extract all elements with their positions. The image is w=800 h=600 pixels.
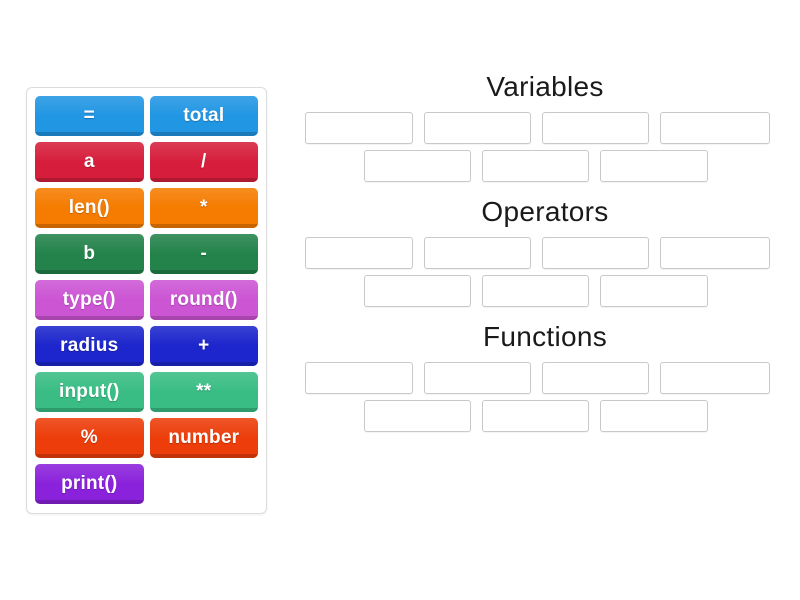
tile-round[interactable]: round() <box>149 280 258 320</box>
drop-zone-variables-6[interactable] <box>482 150 589 182</box>
drop-zone-functions-7[interactable] <box>600 400 708 432</box>
tile-tray: = total a / len() * <box>26 87 267 514</box>
tile-label: type() <box>62 289 116 310</box>
tile-item[interactable]: + <box>147 323 262 369</box>
tile-item[interactable]: input() <box>32 369 147 415</box>
tile-minus[interactable]: - <box>149 234 258 274</box>
tile-label: = <box>83 105 95 126</box>
tile-item[interactable]: len() <box>32 185 147 231</box>
tile-item[interactable]: - <box>147 231 262 277</box>
tile-type[interactable]: type() <box>35 280 144 320</box>
category-operators: Operators <box>290 195 790 307</box>
tile-label: a <box>83 151 95 172</box>
tile-item[interactable]: / <box>147 139 262 185</box>
drop-zone-functions-1[interactable] <box>305 362 413 394</box>
category-panel: Variables Operators Functions <box>290 70 790 540</box>
tile-label: % <box>80 427 98 448</box>
tile-number[interactable]: number <box>149 418 258 458</box>
category-functions: Functions <box>290 320 790 432</box>
tile-print[interactable]: print() <box>35 464 144 504</box>
tile-a[interactable]: a <box>35 142 144 182</box>
drop-zone-variables-1[interactable] <box>305 112 413 144</box>
drop-zone-variables-3[interactable] <box>542 112 649 144</box>
tile-item[interactable]: total <box>147 93 262 139</box>
tile-modulo[interactable]: % <box>35 418 144 458</box>
tile-label: - <box>200 243 208 264</box>
tile-b[interactable]: b <box>35 234 144 274</box>
drop-zone-functions-4[interactable] <box>660 362 770 394</box>
tile-label: b <box>83 243 96 264</box>
tile-label: radius <box>60 335 119 356</box>
drop-zone-operators-6[interactable] <box>482 275 589 307</box>
tile-item[interactable]: b <box>32 231 147 277</box>
category-title: Variables <box>486 71 604 102</box>
tile-item[interactable]: number <box>147 415 262 461</box>
drop-zone-row <box>290 362 790 394</box>
drop-zone-functions-5[interactable] <box>364 400 471 432</box>
drop-zone-operators-5[interactable] <box>364 275 471 307</box>
tile-item[interactable]: type() <box>32 277 147 323</box>
tile-plus[interactable]: + <box>149 326 258 366</box>
tile-item[interactable]: = <box>32 93 147 139</box>
tile-item[interactable]: print() <box>32 461 147 507</box>
tile-label: len() <box>68 197 110 218</box>
tile-label: + <box>198 335 210 356</box>
drop-zone-functions-6[interactable] <box>482 400 589 432</box>
drop-zone-row <box>290 112 790 144</box>
drop-zone-functions-3[interactable] <box>542 362 649 394</box>
drop-zone-variables-2[interactable] <box>424 112 531 144</box>
tile-divide[interactable]: / <box>149 142 258 182</box>
drop-zone-variables-5[interactable] <box>364 150 471 182</box>
drop-zone-operators-3[interactable] <box>542 237 649 269</box>
tile-label: number <box>168 427 240 448</box>
drop-zone-operators-2[interactable] <box>424 237 531 269</box>
tile-label: * <box>199 197 208 218</box>
drop-zone-row <box>290 150 790 182</box>
drop-zone-functions-2[interactable] <box>424 362 531 394</box>
tile-equals[interactable]: = <box>35 96 144 136</box>
drop-zone-operators-1[interactable] <box>305 237 413 269</box>
tile-item[interactable]: % <box>32 415 147 461</box>
tile-len[interactable]: len() <box>35 188 144 228</box>
tile-label: print() <box>61 473 118 494</box>
drop-zone-row <box>290 275 790 307</box>
tile-label: ** <box>196 381 212 402</box>
tile-power[interactable]: ** <box>149 372 258 412</box>
tile-grid: = total a / len() * <box>32 93 261 508</box>
tile-item[interactable]: a <box>32 139 147 185</box>
tile-label: total <box>183 105 225 126</box>
category-title: Operators <box>481 196 609 227</box>
drop-zone-row <box>290 400 790 432</box>
drop-zone-operators-7[interactable] <box>600 275 708 307</box>
tile-label: round() <box>169 289 238 310</box>
drop-zone-variables-7[interactable] <box>600 150 708 182</box>
tile-radius[interactable]: radius <box>35 326 144 366</box>
category-variables: Variables <box>290 70 790 182</box>
tile-label: input() <box>59 381 120 402</box>
tile-item[interactable]: radius <box>32 323 147 369</box>
tile-item[interactable]: ** <box>147 369 262 415</box>
tile-item[interactable]: * <box>147 185 262 231</box>
drop-zone-variables-4[interactable] <box>660 112 770 144</box>
drop-zone-row <box>290 237 790 269</box>
tile-multiply[interactable]: * <box>149 188 258 228</box>
tile-item[interactable]: round() <box>147 277 262 323</box>
tile-label: / <box>201 151 207 172</box>
drop-zone-operators-4[interactable] <box>660 237 770 269</box>
tile-total[interactable]: total <box>149 96 258 136</box>
category-title: Functions <box>482 321 608 352</box>
tile-input[interactable]: input() <box>35 372 144 412</box>
